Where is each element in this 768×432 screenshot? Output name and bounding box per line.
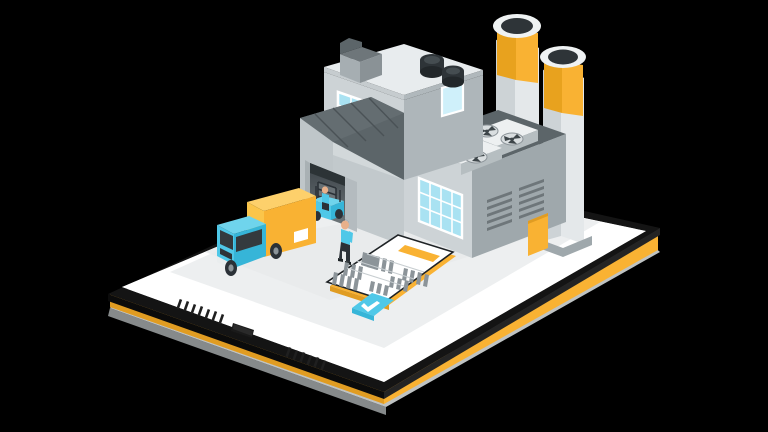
truck-cargo-right bbox=[264, 196, 316, 257]
worker-shoe-left bbox=[338, 258, 343, 262]
truck-side-window bbox=[236, 229, 262, 252]
truck-grille bbox=[220, 248, 232, 260]
tablet-edge-amber-dark bbox=[110, 301, 384, 404]
rooftop-penthouse bbox=[340, 38, 382, 83]
warehouse-doorway-shadow bbox=[310, 163, 345, 186]
truck-wheel-front-hub bbox=[228, 264, 234, 272]
truck-wheel-rear-hub bbox=[273, 247, 279, 255]
delivery-truck[interactable] bbox=[217, 188, 316, 276]
worker-head bbox=[341, 220, 349, 230]
roof-vent-cylinders bbox=[420, 54, 464, 88]
speaker-grille-right bbox=[285, 346, 327, 371]
truck-cargo-top bbox=[247, 188, 316, 211]
factory-complex[interactable] bbox=[300, 14, 592, 258]
warehouse-column-right bbox=[345, 177, 357, 232]
truck-windshield bbox=[220, 230, 233, 250]
tablet-bezel-rim-right bbox=[384, 228, 660, 399]
warehouse-roof-ribs bbox=[314, 97, 399, 148]
forklift-operator bbox=[321, 186, 329, 211]
tablet-bezel-rim-left bbox=[108, 294, 384, 399]
truck-cab-top bbox=[217, 216, 266, 234]
document-rule-lines bbox=[346, 253, 425, 287]
approved-check-badge[interactable] bbox=[352, 293, 394, 321]
document-header-bar bbox=[398, 245, 440, 262]
speaker-grille-left bbox=[176, 298, 225, 325]
worker-arm bbox=[348, 231, 353, 243]
plant-window-grid bbox=[417, 176, 464, 240]
worker-legs bbox=[339, 242, 350, 262]
tablet-drop-shadow bbox=[108, 245, 660, 415]
plant-door[interactable] bbox=[528, 213, 548, 256]
worker-torso bbox=[341, 229, 350, 245]
plant-louvers bbox=[487, 179, 544, 231]
power-button[interactable] bbox=[231, 323, 254, 338]
checklist-document[interactable] bbox=[325, 234, 456, 321]
truck-cargo-label bbox=[294, 228, 308, 243]
forklift-wheel-rear bbox=[335, 209, 343, 219]
